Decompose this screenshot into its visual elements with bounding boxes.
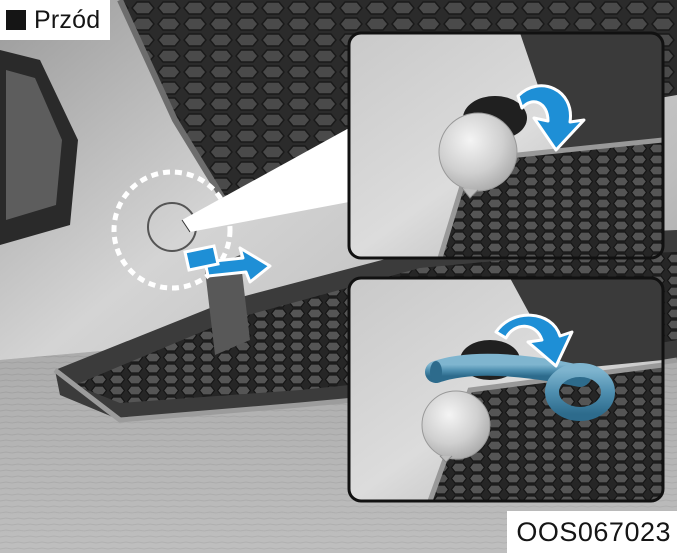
figure-code-text: OOS067023: [516, 516, 671, 547]
figure-code: OOS067023: [507, 511, 677, 553]
detail-panel-remove-cover: [349, 33, 663, 258]
rotate-arrow-icon: [494, 313, 574, 368]
tow-hook: [425, 353, 615, 421]
rotate-arrow-icon: [516, 84, 586, 152]
detail-panel-install-hook: [349, 278, 663, 501]
section-label-text: Przód: [34, 5, 101, 34]
tow-cover-cap: [438, 112, 518, 192]
highlight-circle: [111, 169, 233, 291]
section-label: Przód: [0, 0, 110, 40]
push-arrow-icon: [183, 244, 272, 284]
black-square-icon: [6, 10, 26, 30]
